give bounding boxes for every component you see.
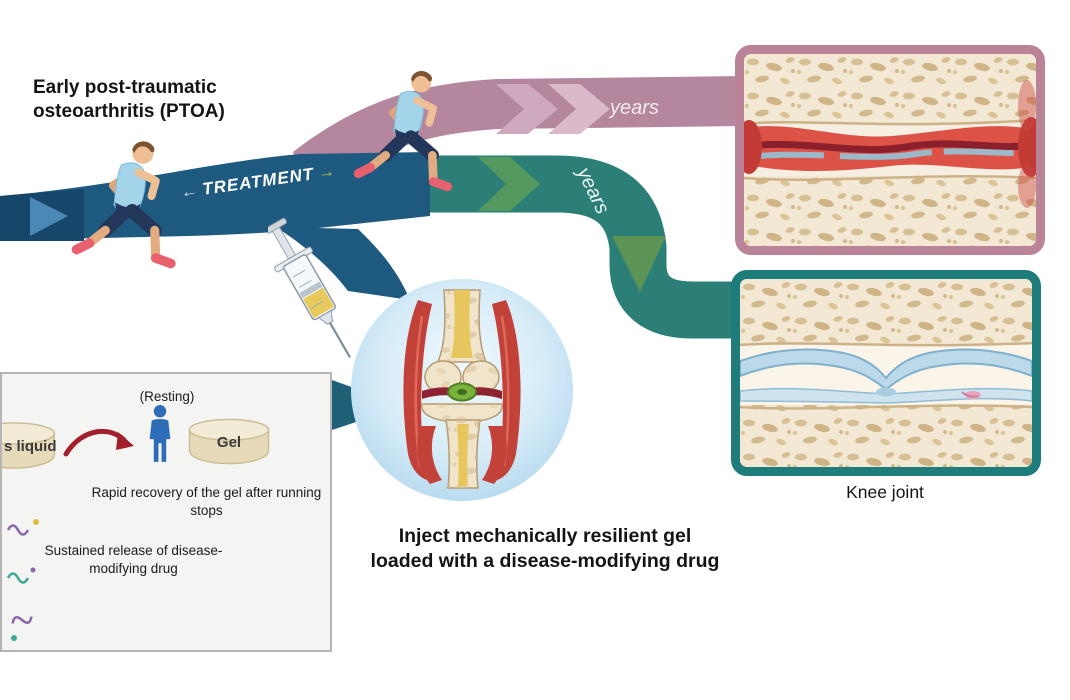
drug-molecule-icons — [6, 519, 39, 641]
figure-title-line2: osteoarthritis (PTOA) — [33, 101, 225, 123]
release-text: Sustained release of disease-modifying d… — [44, 543, 223, 576]
injection-caption-line2: loaded with a disease-modifying drug — [370, 550, 720, 573]
muscle-left — [403, 300, 442, 484]
figure-title-line1: Early post-traumatic — [33, 77, 217, 98]
diseased-knee-panel — [735, 45, 1045, 255]
runner-figure-early — [70, 136, 188, 286]
healthy-knee-illustration — [740, 279, 1032, 467]
figure-title: Early post-traumatic osteoarthritis (PTO… — [33, 76, 251, 125]
injection-caption-line1: Inject mechanically resilient gel — [398, 525, 692, 547]
tibia-bone — [421, 403, 503, 489]
untreated-chevron-icon — [496, 84, 558, 134]
muscle-right — [482, 300, 521, 484]
diseased-knee-illustration — [744, 54, 1036, 246]
femur-bone — [424, 289, 500, 394]
healthy-knee-panel — [731, 270, 1041, 476]
inset-panel: (Resting) s liquid Gel Rapid recovery of… — [0, 372, 332, 652]
arrow-left-icon: ← — [179, 180, 200, 202]
treated-chevron-icon — [612, 236, 666, 292]
gel-label: Gel — [216, 434, 242, 451]
injection-caption: Inject mechanically resilient gel loaded… — [330, 524, 760, 575]
treated-chevron-icon — [478, 157, 540, 211]
flow-start-chevron-icon — [30, 197, 68, 236]
years-untreated-label: years — [610, 97, 659, 119]
knee-joint-label: Knee joint — [846, 482, 924, 502]
liquid-label: s liquid — [4, 438, 57, 455]
untreated-chevron-icon — [548, 84, 610, 134]
resting-label: (Resting) — [139, 389, 195, 404]
injection-callout-wedge — [276, 227, 410, 300]
liquid-gel-disk — [2, 422, 56, 469]
runner-figure-treated — [352, 66, 464, 208]
arrow-right-icon: → — [316, 161, 338, 183]
knee-anatomy-circle — [351, 279, 573, 501]
recovery-text: Rapid recovery of the gel after running … — [91, 485, 322, 518]
recovery-arrow-icon — [63, 429, 134, 457]
person-icon — [149, 405, 171, 462]
injected-gel — [447, 382, 477, 402]
syringe-icon — [268, 217, 351, 358]
gel-disk — [188, 418, 270, 465]
